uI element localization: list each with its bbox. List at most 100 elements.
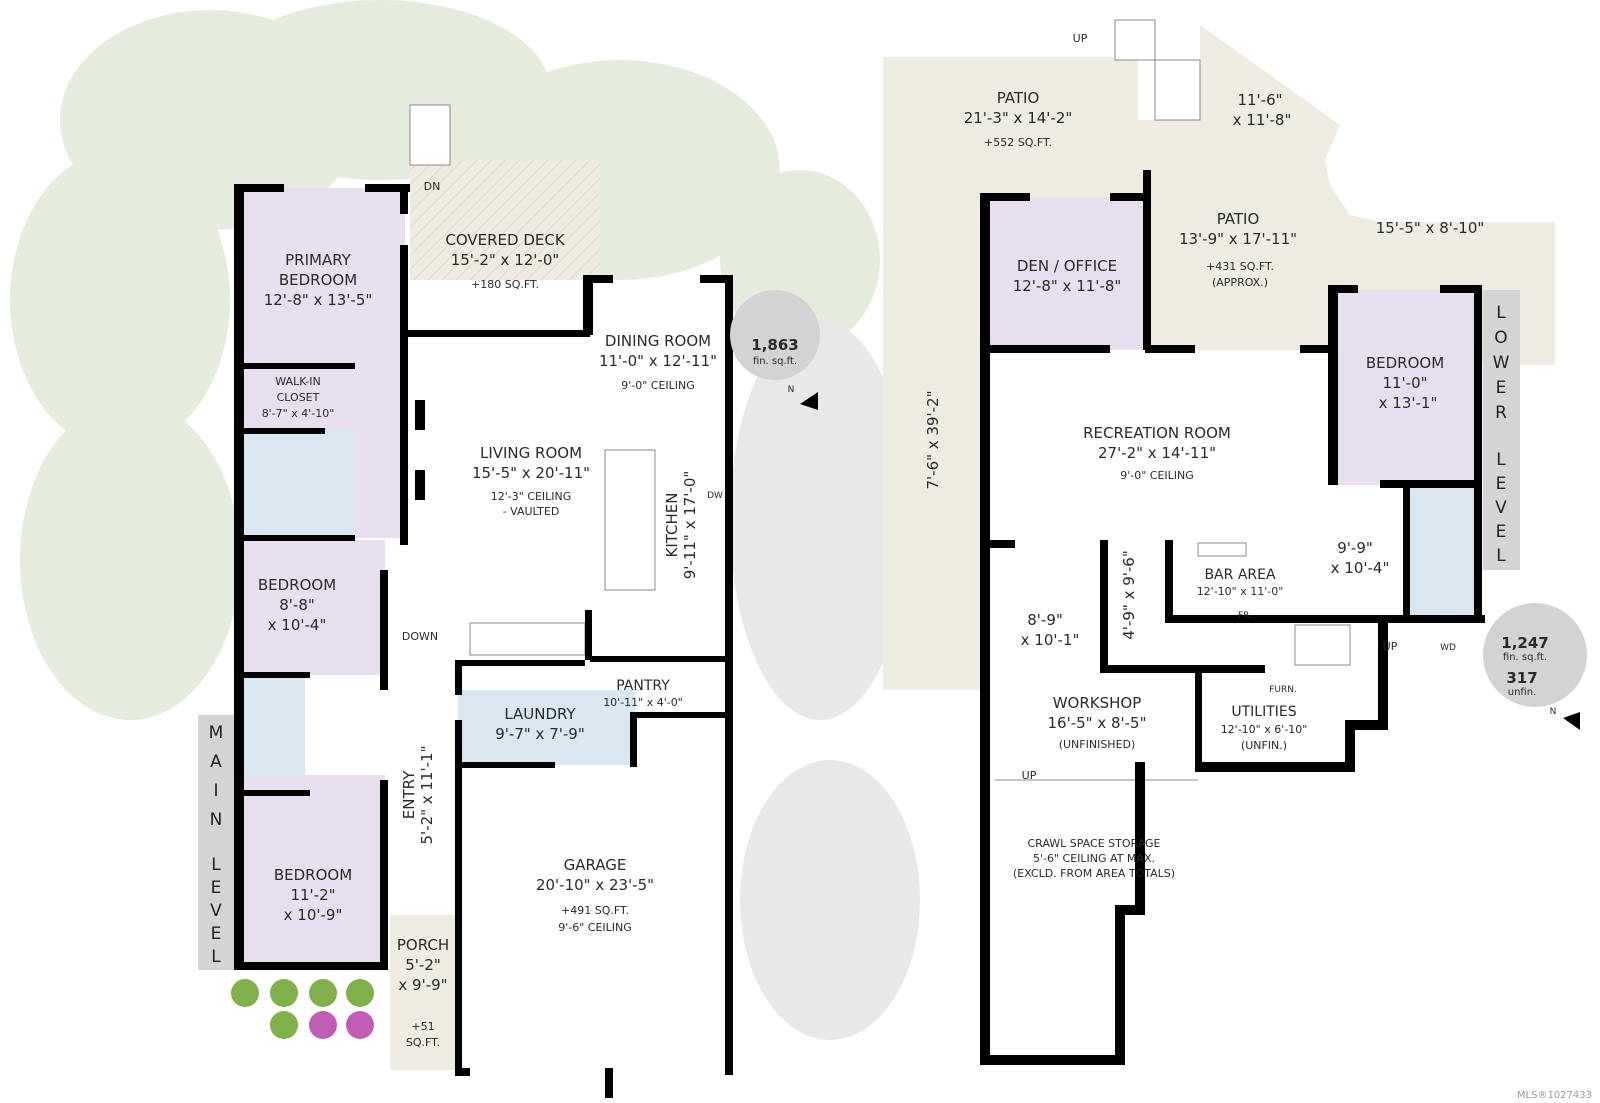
den-office-area: [985, 198, 1148, 350]
garage-name: GARAGE: [564, 856, 627, 874]
main-level-plan: M A I N L E V E L 1,863 fin. sq.ft. N DN…: [198, 104, 820, 1098]
north-label: N: [788, 385, 795, 395]
mls-watermark: MLS®1027433: [1517, 1090, 1592, 1101]
garage-dims: 20'-10" x 23'-5": [536, 876, 654, 894]
nook-dims-2: x 10'-4": [1331, 559, 1390, 577]
utilities-note: (UNFIN.): [1241, 739, 1287, 752]
crawl-space-up-label: UP: [1022, 769, 1037, 782]
primary-bedroom-name-2: BEDROOM: [279, 271, 357, 289]
patio-corner-dims-2: x 11'-8": [1233, 111, 1292, 129]
patio-side-dims: 7'-6" x 39'-2": [924, 390, 942, 489]
north-arrow-icon: [1563, 712, 1580, 730]
lower-bedroom-dims: 11'-0": [1382, 374, 1427, 392]
porch-dims-2: x 9'-9": [398, 976, 447, 994]
crawl-space-line-2: 5'-6" CEILING AT MAX.: [1033, 852, 1155, 865]
kitchen-island: [604, 449, 656, 591]
workshop-note: (UNFINISHED): [1059, 738, 1136, 751]
walk-in-closet-name: WALK-IN: [275, 375, 320, 388]
main-level-label: M A I N L E V E L: [209, 723, 224, 967]
bedroom-3-dims-2: x 10'-9": [284, 906, 343, 924]
porch-note-2: SQ.FT.: [406, 1036, 440, 1049]
lower-bedroom-dims-2: x 13'-1": [1379, 394, 1438, 412]
lower-bath: [1408, 488, 1478, 616]
entry-dims: 5'-2" x 11'-1": [418, 745, 436, 844]
patio-stairs-label: UP: [1073, 32, 1088, 45]
bedroom-2-dims-2: x 10'-4": [268, 616, 327, 634]
stairs-down: [469, 622, 586, 656]
landscaping-plants: [231, 979, 374, 1039]
workshop-dims: 16'-5" x 8'-5": [1047, 714, 1146, 732]
washer-dryer-label: WD: [1440, 643, 1456, 653]
main-level-walls: [234, 184, 733, 1098]
svg-text:L: L: [1496, 303, 1506, 323]
recreation-room-dims: 27'-2" x 14'-11": [1098, 444, 1216, 462]
covered-deck-dims: 15'-2" x 12'-0": [451, 251, 560, 269]
dining-room-dims: 11'-0" x 12'-11": [599, 352, 717, 370]
kitchen-name: KITCHEN: [663, 493, 681, 558]
living-room-name: LIVING ROOM: [480, 444, 582, 462]
lower-bedroom-name: BEDROOM: [1366, 354, 1444, 372]
bedroom-3-name: BEDROOM: [274, 866, 352, 884]
lower-level-label: L O W E R L E V E L: [1493, 303, 1510, 566]
porch-area: [390, 915, 455, 1070]
kitchen-dims: 9'-11" x 17'-0": [681, 471, 699, 580]
svg-text:I: I: [213, 781, 218, 801]
lower-area-badge: [1483, 603, 1587, 707]
covered-deck-name: COVERED DECK: [445, 231, 565, 249]
patio-2-note: +431 SQ.FT.: [1206, 260, 1274, 273]
utilities-name: UTILITIES: [1231, 704, 1296, 720]
lower-stairs: [1294, 624, 1351, 666]
patio-2-note-2: (APPROX.): [1212, 276, 1268, 289]
stairs-down-label: DOWN: [402, 630, 438, 643]
hall-dims: 4'-9" x 9'-6": [1120, 550, 1138, 639]
walk-in-closet-name-2: CLOSET: [277, 391, 320, 404]
recreation-room-note: 9'-0" CEILING: [1120, 469, 1194, 482]
pantry-dims: 10'-11" x 4'-0": [603, 696, 683, 709]
main-area-value: 1,863: [751, 336, 798, 354]
bedroom-2-name: BEDROOM: [258, 576, 336, 594]
lower-level-bar: [1483, 290, 1520, 570]
north-label: N: [1550, 707, 1557, 717]
svg-text:V: V: [1495, 498, 1507, 518]
primary-bedroom-dims: 12'-8" x 13'-5": [264, 291, 373, 309]
svg-text:L: L: [1496, 450, 1506, 470]
flex-room-dims-2: x 10'-1": [1021, 631, 1080, 649]
living-room-note: 12'-3" CEILING: [491, 490, 572, 503]
lower-level-plan: L O W E R L E V E L 1,247 fin. sq.ft. 31…: [883, 19, 1587, 1065]
patio-1-note: +552 SQ.FT.: [984, 136, 1052, 149]
flex-room-dims: 8'-9": [1027, 611, 1063, 629]
laundry-area: [458, 690, 635, 765]
patio-stairs: [1114, 19, 1156, 61]
lower-unfinished-area-value: 317: [1506, 669, 1537, 687]
garage-area: [460, 765, 735, 1075]
crawl-space-line-3: (EXCLD. FROM AREA TOTALS): [1013, 867, 1175, 880]
garage-note: +491 SQ.FT.: [561, 904, 629, 917]
deck-stairs-label: DN: [424, 180, 441, 193]
bedroom-3-area: [240, 775, 385, 965]
svg-text:A: A: [210, 752, 222, 772]
dining-room-name: DINING ROOM: [605, 332, 711, 350]
garage-note-2: 9'-6" CEILING: [558, 921, 632, 934]
bath-2: [240, 675, 305, 790]
north-arrow-icon: [800, 392, 818, 410]
lower-level-walls: [980, 170, 1485, 1065]
porch-dims: 5'-2": [405, 956, 441, 974]
foliage-background: [10, 0, 880, 720]
svg-text:E: E: [211, 924, 222, 944]
svg-text:W: W: [1493, 353, 1510, 373]
patio-stairs-lower: [1154, 59, 1201, 121]
svg-text:V: V: [210, 901, 222, 921]
svg-text:N: N: [210, 810, 223, 830]
lower-finished-area-value: 1,247: [1501, 634, 1548, 652]
patio-area: [883, 25, 1555, 690]
svg-text:E: E: [1496, 522, 1507, 542]
lower-unfinished-area-unit: unfin.: [1508, 687, 1537, 698]
patio-east-dims: 15'-5" x 8'-10": [1376, 219, 1485, 237]
recreation-room-name: RECREATION ROOM: [1083, 424, 1231, 442]
bar-area-name: BAR AREA: [1204, 567, 1276, 583]
deck-stairs: [409, 104, 451, 166]
patio-2-name: PATIO: [1217, 210, 1260, 228]
crawl-space-line-1: CRAWL SPACE STORAGE: [1027, 837, 1160, 850]
entry-name: ENTRY: [400, 770, 418, 819]
